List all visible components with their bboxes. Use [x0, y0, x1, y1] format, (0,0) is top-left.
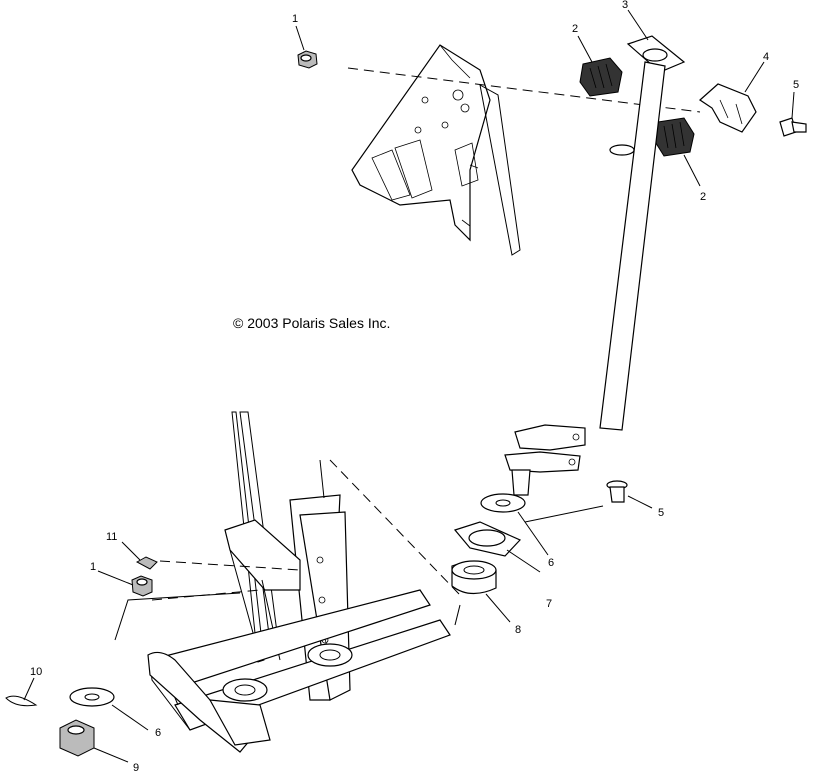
- part-8-bearing: [451, 560, 497, 595]
- callout-9: 9: [133, 762, 139, 771]
- part-9-castle-nut: [59, 719, 95, 757]
- copyright-text: © 2003 Polaris Sales Inc.: [233, 315, 390, 331]
- part-6-washer-low: [69, 687, 115, 707]
- callout-4: 4: [763, 51, 769, 63]
- callout-10: 10: [30, 666, 42, 678]
- part-10-cotter-pin: [5, 695, 38, 707]
- callout-3: 3: [622, 0, 628, 11]
- callout-1-low: 1: [90, 561, 96, 573]
- part-2-bushing-mid: [653, 117, 695, 157]
- callout-6-low: 6: [155, 727, 161, 739]
- part-3-steering-post: [504, 35, 686, 496]
- callout-2-mid: 2: [700, 191, 706, 203]
- part-1-nut-top: [297, 50, 318, 69]
- part-5-bolt-top: [779, 117, 807, 137]
- part-6-washer-mid: [480, 493, 526, 513]
- callout-5-top: 5: [793, 79, 799, 91]
- alignment-line-lower-diagonal: [329, 459, 461, 596]
- part-5-bolt-mid: [606, 480, 628, 503]
- alignment-line-washer-11: [159, 560, 301, 571]
- callout-1-top: 1: [292, 13, 298, 25]
- callout-6-mid: 6: [548, 557, 554, 569]
- part-2-bushing-top: [579, 57, 623, 97]
- lower-frame-assembly: [147, 411, 451, 753]
- callout-2-top: 2: [572, 23, 578, 35]
- callout-11: 11: [106, 531, 117, 543]
- part-11-washer: [135, 556, 158, 570]
- part-7-flange-plate: [453, 521, 522, 557]
- callout-5-mid: 5: [658, 507, 664, 519]
- callout-7: 7: [546, 598, 552, 610]
- leader-lines: [23, 9, 795, 763]
- callout-8: 8: [515, 624, 521, 636]
- part-4-clamp: [699, 83, 757, 133]
- upper-frame-bracket: [351, 44, 521, 256]
- part-1-nut-low: [131, 575, 153, 597]
